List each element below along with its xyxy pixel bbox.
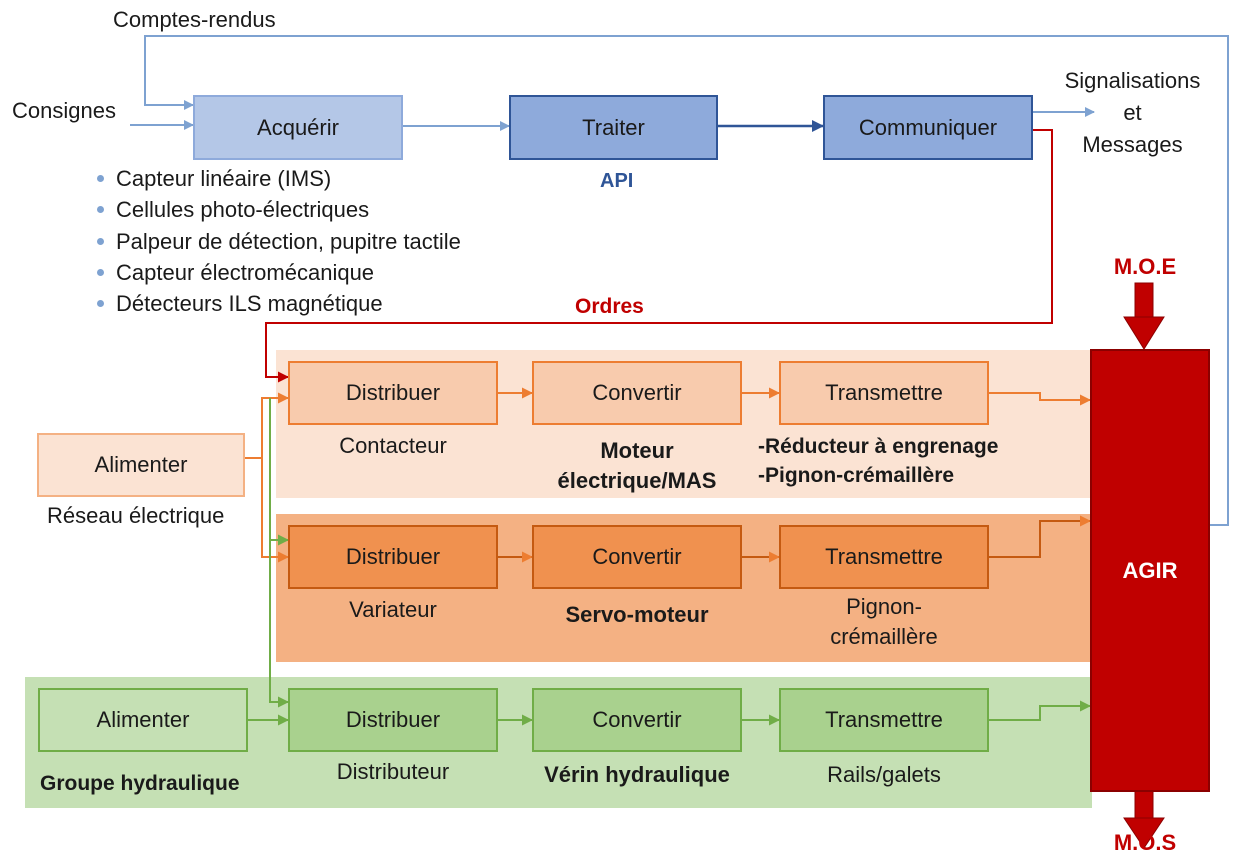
pignon-line-1: Pignon- — [846, 594, 922, 619]
list-item: Palpeur de détection, pupitre tactile — [96, 226, 461, 257]
list-item: Cellules photo-électriques — [96, 194, 461, 225]
chain2-transmettre-box: Transmettre — [779, 525, 989, 589]
api-label: API — [600, 170, 634, 192]
chain1-transmettre-label: Transmettre — [825, 380, 943, 405]
list-item: Capteur électromécanique — [96, 257, 461, 288]
chain2-transmettre-label: Transmettre — [825, 544, 943, 569]
chain1-convertir-label: Convertir — [592, 380, 682, 405]
pignon-line-2: crémaillère — [830, 624, 938, 649]
chain2-convertir-label: Convertir — [592, 544, 682, 569]
moteur-electrique-label: Moteur électrique/MAS — [532, 436, 742, 496]
acquerir-label: Acquérir — [257, 114, 339, 140]
chain3-convertir-box: Convertir — [532, 688, 742, 752]
signalisations-label: Signalisations et Messages — [1055, 65, 1210, 161]
chain1-convertir-box: Convertir — [532, 361, 742, 425]
reducteur-line-2: -Pignon-crémaillère — [758, 464, 955, 487]
signalisations-line-3: Messages — [1082, 132, 1183, 157]
consignes-label: Consignes — [12, 98, 116, 123]
chain3-transmettre-box: Transmettre — [779, 688, 989, 752]
comptes-rendus-label: Comptes-rendus — [113, 7, 276, 32]
traiter-box: Traiter — [509, 95, 718, 160]
sensor-list: Capteur linéaire (IMS) Cellules photo-él… — [96, 163, 461, 319]
rails-galets-label: Rails/galets — [827, 762, 941, 787]
groupe-hydraulique-label: Groupe hydraulique — [40, 772, 240, 795]
chain2-convertir-box: Convertir — [532, 525, 742, 589]
variateur-label: Variateur — [349, 597, 437, 622]
chain1-transmettre-box: Transmettre — [779, 361, 989, 425]
chain2-distribuer-box: Distribuer — [288, 525, 498, 589]
chain1-distribuer-box: Distribuer — [288, 361, 498, 425]
communiquer-box: Communiquer — [823, 95, 1033, 160]
traiter-label: Traiter — [582, 114, 645, 140]
chain3-distribuer-box: Distribuer — [288, 688, 498, 752]
list-item: Capteur linéaire (IMS) — [96, 163, 461, 194]
signalisations-line-1: Signalisations — [1064, 68, 1201, 93]
servo-moteur-label: Servo-moteur — [565, 602, 709, 627]
moe-arrow — [1123, 282, 1165, 350]
alimenter-electric-box: Alimenter — [37, 433, 245, 497]
acquerir-box: Acquérir — [193, 95, 403, 160]
communiquer-label: Communiquer — [858, 114, 998, 140]
alimenter-electric-label: Alimenter — [94, 452, 188, 477]
mos-label: M.O.S — [1113, 830, 1177, 855]
ordres-label: Ordres — [575, 295, 644, 318]
contacteur-label: Contacteur — [339, 433, 447, 458]
reseau-electrique-label: Réseau électrique — [47, 503, 225, 528]
reducteur-label: -Réducteur à engrenage -Pignon-crémaillè… — [758, 432, 998, 490]
moe-label: M.O.E — [1113, 254, 1177, 279]
pignon-cremaillere-label: Pignon- crémaillère — [779, 592, 989, 652]
chain3-transmettre-label: Transmettre — [825, 707, 943, 732]
chain3-convertir-label: Convertir — [592, 707, 682, 732]
chain2-distribuer-label: Distribuer — [345, 544, 441, 569]
list-item: Détecteurs ILS magnétique — [96, 288, 461, 319]
moteur-line-1: Moteur — [600, 438, 674, 463]
alimenter-hydraulic-box: Alimenter — [38, 688, 248, 752]
chain3-distribuer-label: Distribuer — [345, 707, 441, 732]
alimenter-hydraulic-label: Alimenter — [96, 707, 190, 732]
distributeur-label: Distributeur — [336, 759, 450, 784]
chain1-distribuer-label: Distribuer — [345, 380, 441, 405]
moteur-line-2: électrique/MAS — [557, 468, 717, 493]
reducteur-line-1: -Réducteur à engrenage — [758, 435, 999, 458]
verin-hydraulique-label: Vérin hydraulique — [544, 762, 730, 787]
agir-label: AGIR — [1122, 557, 1178, 583]
agir-box: AGIR — [1090, 349, 1210, 792]
signalisations-line-2: et — [1123, 100, 1142, 125]
